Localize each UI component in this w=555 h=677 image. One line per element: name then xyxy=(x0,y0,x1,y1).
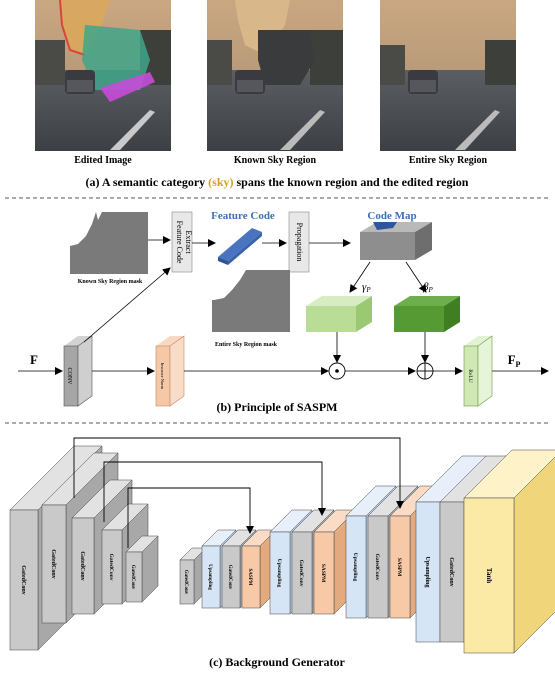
panel-b: Known Sky Region mask ExtractFeature Cod… xyxy=(18,210,549,414)
output-fp-label: FP xyxy=(508,352,521,369)
gamma-block xyxy=(306,296,372,332)
sky-highlight: (sky) xyxy=(208,175,233,189)
input-f-label: F xyxy=(30,352,38,367)
svg-text:Propagation: Propagation xyxy=(295,223,304,262)
svg-text:ExtractFeature Code: ExtractFeature Code xyxy=(175,221,193,264)
svg-text:ReLU: ReLU xyxy=(467,369,473,382)
known-mask-label: Known Sky Region mask xyxy=(78,279,143,285)
panel-c-caption: (c) Background Generator xyxy=(209,655,345,669)
tanh-block: Tanh xyxy=(463,449,555,654)
tanh-block-label: Tanh xyxy=(485,568,493,583)
decoder-gatedconv-4-label: GatedConv xyxy=(374,554,380,581)
known-sky-region-image xyxy=(207,0,343,151)
encoder-gatedconv-4-label: GatedConv xyxy=(108,554,114,581)
decoder-gatedconv-1-label: GatedConv xyxy=(183,570,188,595)
decoder-saspm-1-label: SASPM xyxy=(247,569,252,586)
encoder-gatedconv-3-label: GatedConv xyxy=(79,551,85,580)
encoder-gatedconv-5: GatedConv xyxy=(125,535,159,603)
entire-mask-label: Entire Sky Region mask xyxy=(215,342,278,348)
encoder-gatedconv-5-label: GatedConv xyxy=(130,565,135,590)
decoder-upsampling-4-label: Upsampling xyxy=(424,556,430,587)
multiply-operator xyxy=(328,362,346,380)
decoder-upsampling-2-label: Upsampling xyxy=(276,559,282,588)
entire-sky-region-image xyxy=(380,0,516,151)
decoder-saspm-3-label: SASPM xyxy=(396,558,402,577)
entire-sky-region-caption: Entire Sky Region xyxy=(409,155,488,166)
skip-connection-3 xyxy=(127,487,254,548)
relu-block: ReLU xyxy=(463,335,493,407)
panel-a-caption: (a) A semantic category (sky) spans the … xyxy=(86,175,469,189)
svg-text:CONV: CONV xyxy=(66,367,72,385)
code-map-title: Code Map xyxy=(367,210,416,222)
entire-sky-mask xyxy=(212,270,290,332)
decoder-gatedconv-5-label: GatedConv xyxy=(448,557,454,586)
beta-block xyxy=(394,296,460,332)
encoder-gatedconv-1-label: GatedConv xyxy=(20,565,26,594)
arrow-to-gamma xyxy=(349,261,371,293)
conv-block: CONV xyxy=(63,335,93,407)
gamma-label: γP xyxy=(362,281,371,294)
beta-label: βP xyxy=(422,281,433,294)
feature-code-bar xyxy=(218,228,262,265)
decoder-upsampling-3-label: Upsampling xyxy=(352,553,358,582)
extract-feature-code-block: ExtractFeature Code xyxy=(171,211,193,273)
panel-b-caption: (b) Principle of SASPM xyxy=(217,400,338,414)
known-sky-mask xyxy=(70,212,148,274)
decoder-saspm-2-label: SASPM xyxy=(320,564,326,583)
code-map-block xyxy=(360,222,432,260)
decoder-gatedconv-3-label: GatedConv xyxy=(298,560,304,587)
decoder-gatedconv-2-label: GatedConv xyxy=(227,565,232,590)
encoder-gatedconv-2-label: GatedConv xyxy=(50,549,56,578)
add-operator xyxy=(416,362,434,380)
svg-text:Instance Norm: Instance Norm xyxy=(160,363,165,390)
propagation-block: Propagation xyxy=(288,211,310,273)
panel-a: Edited Image Known Sky Region Entire Sky… xyxy=(35,0,516,189)
edited-image xyxy=(35,0,171,151)
known-sky-region-caption: Known Sky Region xyxy=(234,155,317,166)
skip-connection-2 xyxy=(103,461,326,522)
feature-code-title: Feature Code xyxy=(211,210,275,222)
instance-norm-block: Instance Norm xyxy=(155,335,185,407)
decoder-upsampling-1-label: Upsampling xyxy=(207,564,212,590)
arrow-to-beta xyxy=(405,261,427,293)
skip-connection-1 xyxy=(73,437,404,509)
edited-image-caption: Edited Image xyxy=(74,155,132,166)
arrow-conv-to-extract xyxy=(83,267,171,343)
